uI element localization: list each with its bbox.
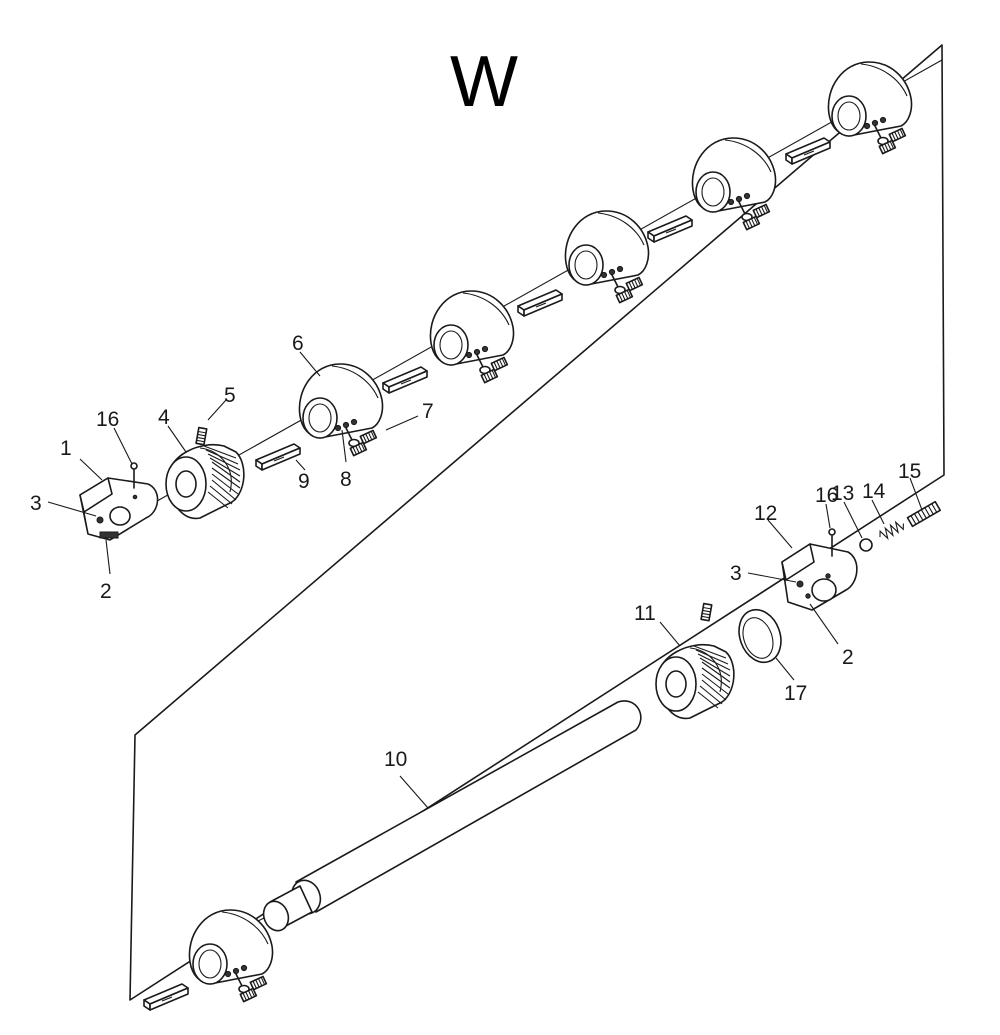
- bracket-part-1: [79, 462, 159, 541]
- key-part-9: [255, 443, 301, 471]
- label-2-lower: 2: [842, 646, 854, 669]
- leader-lines: [47, 351, 923, 809]
- bushing-3: [564, 210, 650, 304]
- bracket-part-12: [781, 528, 858, 611]
- shaft-part-10: [239, 700, 642, 932]
- label-14: 14: [862, 480, 886, 503]
- label-9: 9: [298, 470, 310, 493]
- label-10: 10: [384, 748, 407, 771]
- label-2-upper: 2: [100, 580, 112, 603]
- set-screw-part-11: [700, 602, 713, 622]
- ring-part-17: [738, 608, 782, 664]
- label-3-upper: 3: [30, 492, 42, 515]
- bushing-bottom: [188, 909, 274, 1003]
- knurled-gear-part-11: [655, 643, 735, 720]
- bushing-5: [827, 61, 913, 155]
- label-4: 4: [158, 406, 170, 429]
- ball-part-13: [859, 538, 873, 552]
- spring-part-14: [879, 520, 904, 540]
- label-12: 12: [754, 502, 777, 525]
- label-5: 5: [224, 384, 236, 407]
- label-6: 6: [292, 332, 304, 355]
- screw-part-15: [906, 500, 942, 528]
- bushing-2: [429, 290, 515, 384]
- bushing-part-6: [298, 363, 384, 457]
- label-7: 7: [422, 400, 434, 423]
- label-16-lower: 16: [815, 484, 838, 507]
- key-bottom: [143, 983, 189, 1011]
- knurled-ring-part-4: [165, 443, 245, 520]
- bushing-4: [691, 137, 777, 231]
- upper-shaft-line: [149, 59, 943, 506]
- label-16-upper: 16: [96, 408, 119, 431]
- label-17: 17: [784, 682, 807, 705]
- set-screw-part-5: [195, 426, 208, 446]
- label-15: 15: [898, 460, 921, 483]
- label-3-lower: 3: [730, 562, 742, 585]
- label-11: 11: [634, 602, 656, 625]
- key-4: [647, 215, 693, 243]
- label-8: 8: [340, 468, 352, 491]
- label-13: 13: [831, 482, 854, 505]
- diagram-title: W: [450, 42, 518, 122]
- label-1: 1: [60, 437, 72, 460]
- background-plane: [129, 44, 945, 1001]
